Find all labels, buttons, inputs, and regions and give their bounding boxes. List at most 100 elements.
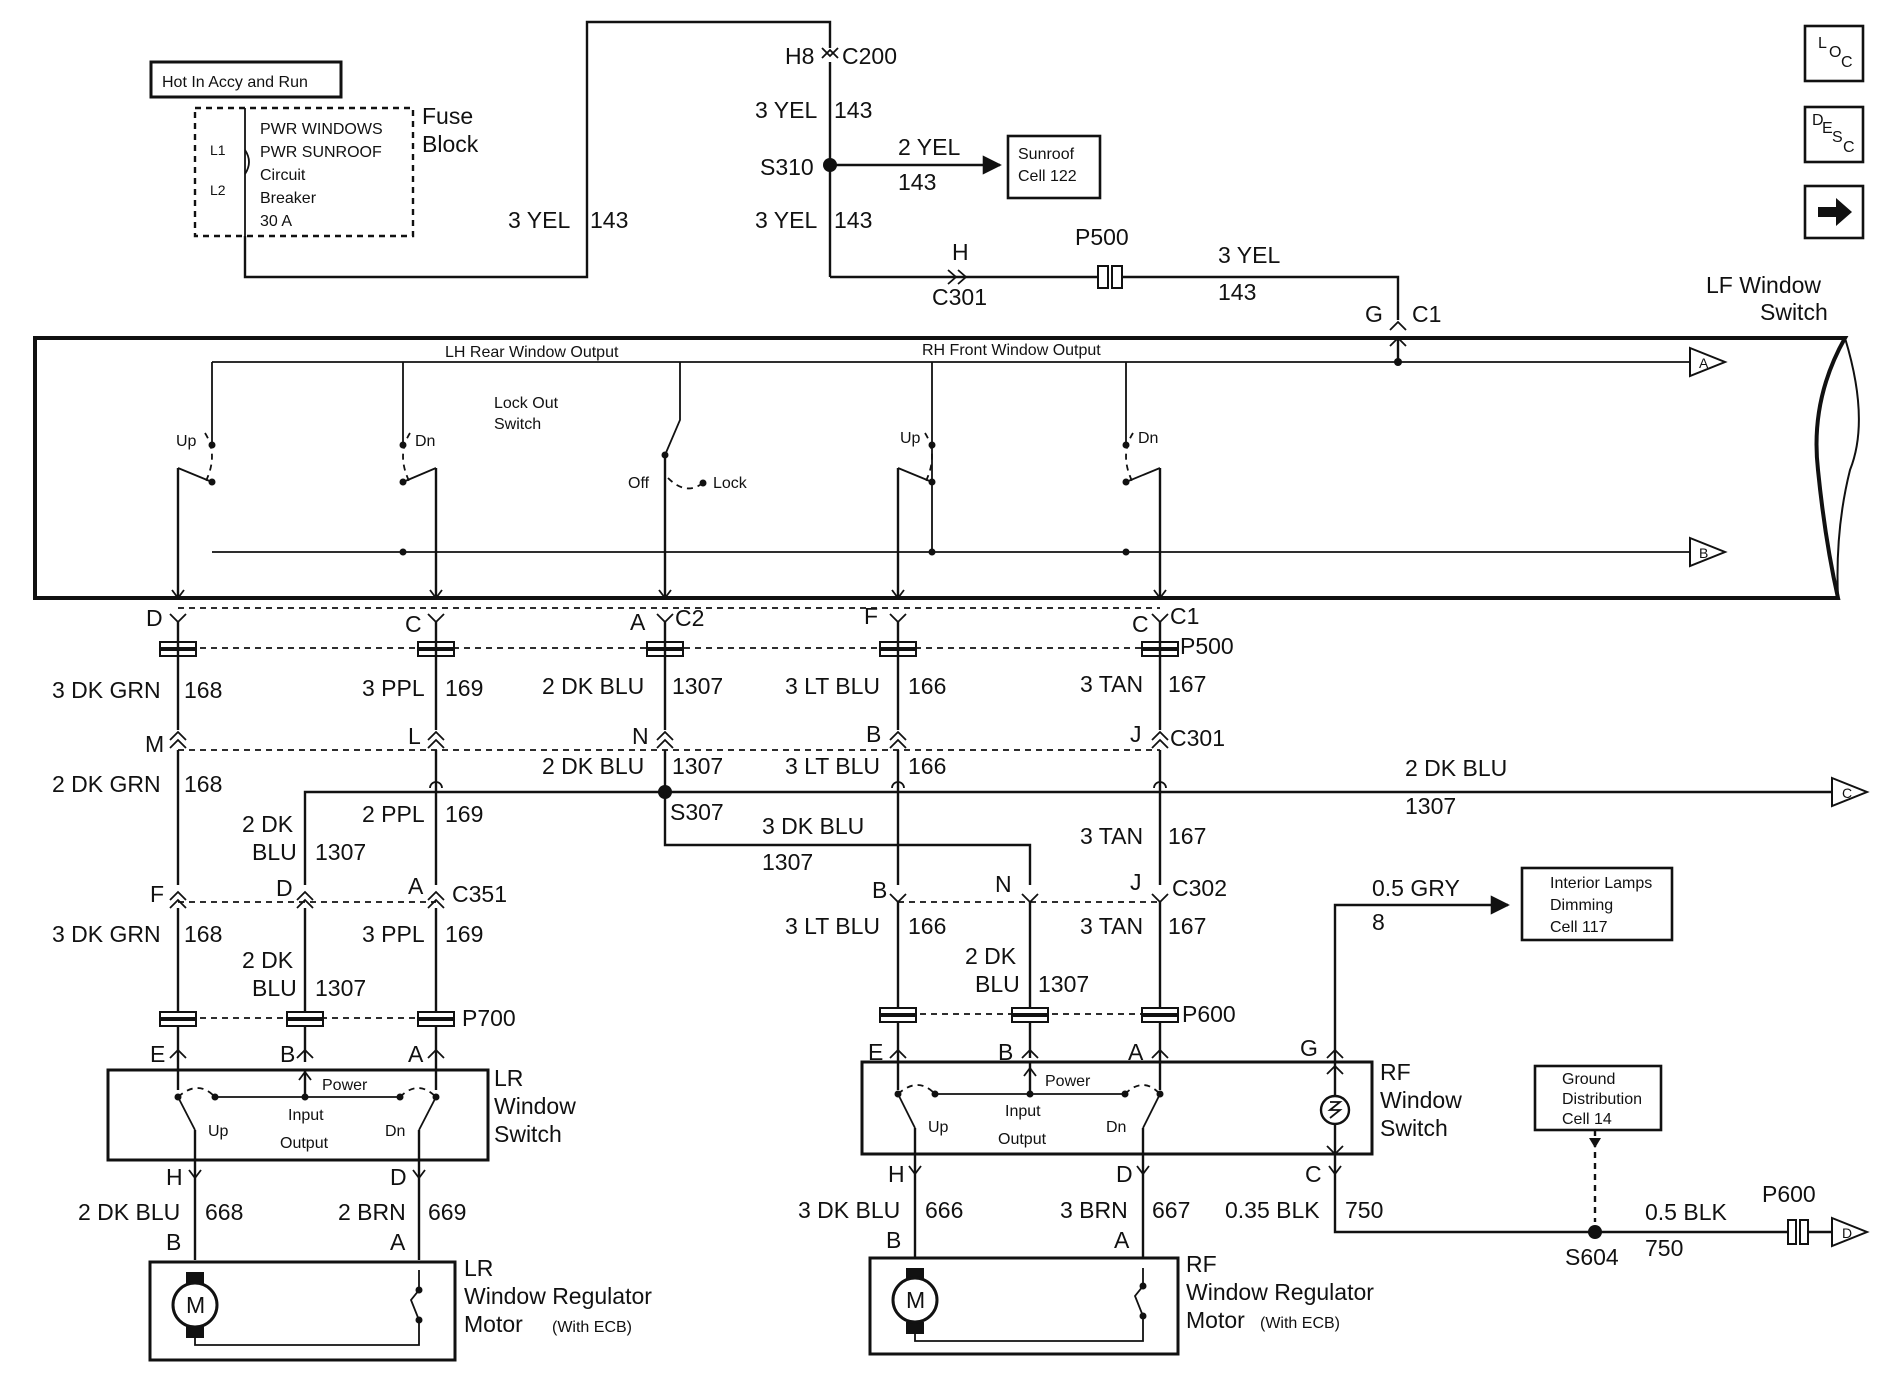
svg-text:3 DK BLU: 3 DK BLU — [762, 813, 864, 839]
lr-window-switch[interactable] — [106, 1068, 490, 1162]
lr-motor-symbol: M — [171, 1272, 219, 1338]
offpage-d[interactable]: D — [1842, 1225, 1852, 1241]
svg-text:Lock Out: Lock Out — [494, 395, 559, 412]
svg-text:1307: 1307 — [672, 753, 723, 779]
offpage-c[interactable]: C — [1842, 785, 1852, 801]
lf-switch-title: LF Window — [1706, 272, 1821, 298]
svg-text:1307: 1307 — [1405, 793, 1456, 819]
svg-text:Distribution: Distribution — [1562, 1091, 1642, 1108]
svg-text:L: L — [1818, 35, 1827, 52]
svg-text:B[interactable]: B — [1699, 545, 1708, 561]
svg-text:Motor: Motor — [1186, 1307, 1245, 1333]
svg-text:2 DK: 2 DK — [242, 811, 294, 837]
svg-text:L: L — [408, 723, 421, 749]
svg-text:2 DK: 2 DK — [242, 947, 294, 973]
svg-text:BLU: BLU — [252, 839, 297, 865]
svg-text:C200: C200 — [842, 43, 897, 69]
svg-text:169: 169 — [445, 801, 483, 827]
svg-text:F: F — [150, 881, 164, 907]
fuse-block-label: Fuse — [422, 103, 473, 129]
svg-text:J: J — [1130, 721, 1142, 747]
svg-text:C301: C301 — [1170, 725, 1225, 751]
svg-text:C: C — [405, 611, 422, 637]
svg-text:168: 168 — [184, 921, 222, 947]
svg-text:0.5 GRY: 0.5 GRY — [1372, 875, 1460, 901]
svg-text:D: D — [1116, 1161, 1133, 1187]
sunroof-cell-box[interactable]: Sunroof Cell 122 — [1006, 134, 1102, 200]
svg-text:169: 169 — [445, 675, 483, 701]
loc-icon[interactable]: LOC — [1803, 24, 1865, 83]
splice-s310: S310 — [760, 154, 814, 180]
svg-text:2 DK BLU: 2 DK BLU — [542, 673, 644, 699]
rf-window-switch[interactable] — [860, 1060, 1374, 1156]
svg-text:Window: Window — [1380, 1087, 1462, 1113]
lf-window-switch[interactable] — [33, 336, 1860, 600]
svg-text:167: 167 — [1168, 823, 1206, 849]
svg-text:3 YEL: 3 YEL — [755, 97, 817, 123]
interior-lamps-cell-box[interactable]: Interior Lamps Dimming Cell 117 — [1520, 866, 1674, 942]
svg-text:Dn: Dn — [1106, 1119, 1126, 1136]
p500-top: P500 — [1075, 224, 1129, 250]
dimmer-icon — [1319, 1094, 1351, 1126]
svg-text:M: M — [906, 1287, 925, 1313]
svg-text:Switch: Switch — [1380, 1115, 1448, 1141]
svg-text:1307: 1307 — [672, 673, 723, 699]
svg-text:Up: Up — [928, 1119, 949, 1136]
svg-text:Input: Input — [288, 1107, 324, 1124]
svg-text:3 DK BLU: 3 DK BLU — [798, 1197, 900, 1223]
svg-text:Switch: Switch — [1760, 299, 1828, 325]
rf-motor-title: RF — [1186, 1251, 1217, 1277]
svg-text:Switch: Switch — [494, 416, 541, 433]
svg-text:C: C — [1843, 139, 1855, 156]
svg-text:L2: L2 — [210, 182, 226, 198]
svg-text:143: 143 — [590, 207, 628, 233]
svg-text:Window: Window — [494, 1093, 576, 1119]
svg-text:1307: 1307 — [1038, 971, 1089, 997]
svg-text:166: 166 — [908, 673, 946, 699]
svg-text:B: B — [166, 1229, 181, 1255]
next-arrow-icon[interactable] — [1803, 184, 1865, 240]
svg-text:Cell 14: Cell 14 — [1562, 1111, 1612, 1128]
svg-text:1307: 1307 — [762, 849, 813, 875]
ground-distribution-box[interactable]: Ground Distribution Cell 14 — [1533, 1064, 1663, 1132]
svg-text:168: 168 — [184, 771, 222, 797]
svg-text:167: 167 — [1168, 913, 1206, 939]
svg-text:BLU: BLU — [252, 975, 297, 1001]
lr-switch-title: LR — [494, 1065, 523, 1091]
svg-text:Off: Off — [628, 475, 650, 492]
svg-text:3 PPL: 3 PPL — [362, 921, 425, 947]
svg-text:C: C — [1841, 54, 1853, 71]
svg-text:(With ECB): (With ECB) — [552, 1319, 632, 1336]
svg-text:666: 666 — [925, 1197, 963, 1223]
svg-text:2 DK BLU: 2 DK BLU — [542, 753, 644, 779]
splice-s604: S604 — [1565, 1244, 1619, 1270]
svg-text:Power: Power — [322, 1077, 368, 1094]
svg-text:Window Regulator: Window Regulator — [464, 1283, 652, 1309]
svg-text:2 DK: 2 DK — [965, 943, 1017, 969]
svg-text:169: 169 — [445, 921, 483, 947]
svg-text:J: J — [1130, 869, 1142, 895]
svg-text:Breaker: Breaker — [260, 190, 317, 207]
svg-text:Sunroof: Sunroof — [1018, 146, 1075, 163]
svg-text:G: G — [1365, 301, 1383, 327]
svg-text:30 A: 30 A — [260, 213, 292, 230]
svg-text:167: 167 — [1168, 671, 1206, 697]
svg-text:Dn: Dn — [385, 1123, 405, 1140]
svg-text:H8: H8 — [785, 43, 814, 69]
svg-text:E: E — [1822, 120, 1833, 137]
svg-text:N: N — [632, 723, 649, 749]
svg-text:3 DK GRN: 3 DK GRN — [52, 921, 161, 947]
svg-text:C: C — [1305, 1161, 1322, 1187]
svg-text:750: 750 — [1345, 1197, 1383, 1223]
hot-in-accy-label: Hot In Accy and Run — [149, 60, 343, 99]
svg-text:3 LT BLU: 3 LT BLU — [785, 753, 880, 779]
svg-text:N: N — [995, 871, 1012, 897]
svg-text:A[interactable]: A — [1699, 355, 1709, 371]
svg-text:B: B — [998, 1039, 1013, 1065]
svg-text:E: E — [150, 1041, 165, 1067]
svg-text:Interior Lamps: Interior Lamps — [1550, 875, 1652, 892]
svg-text:Power: Power — [1045, 1073, 1091, 1090]
svg-text:2 DK BLU: 2 DK BLU — [78, 1199, 180, 1225]
p600-upper: P600 — [1182, 1001, 1236, 1027]
